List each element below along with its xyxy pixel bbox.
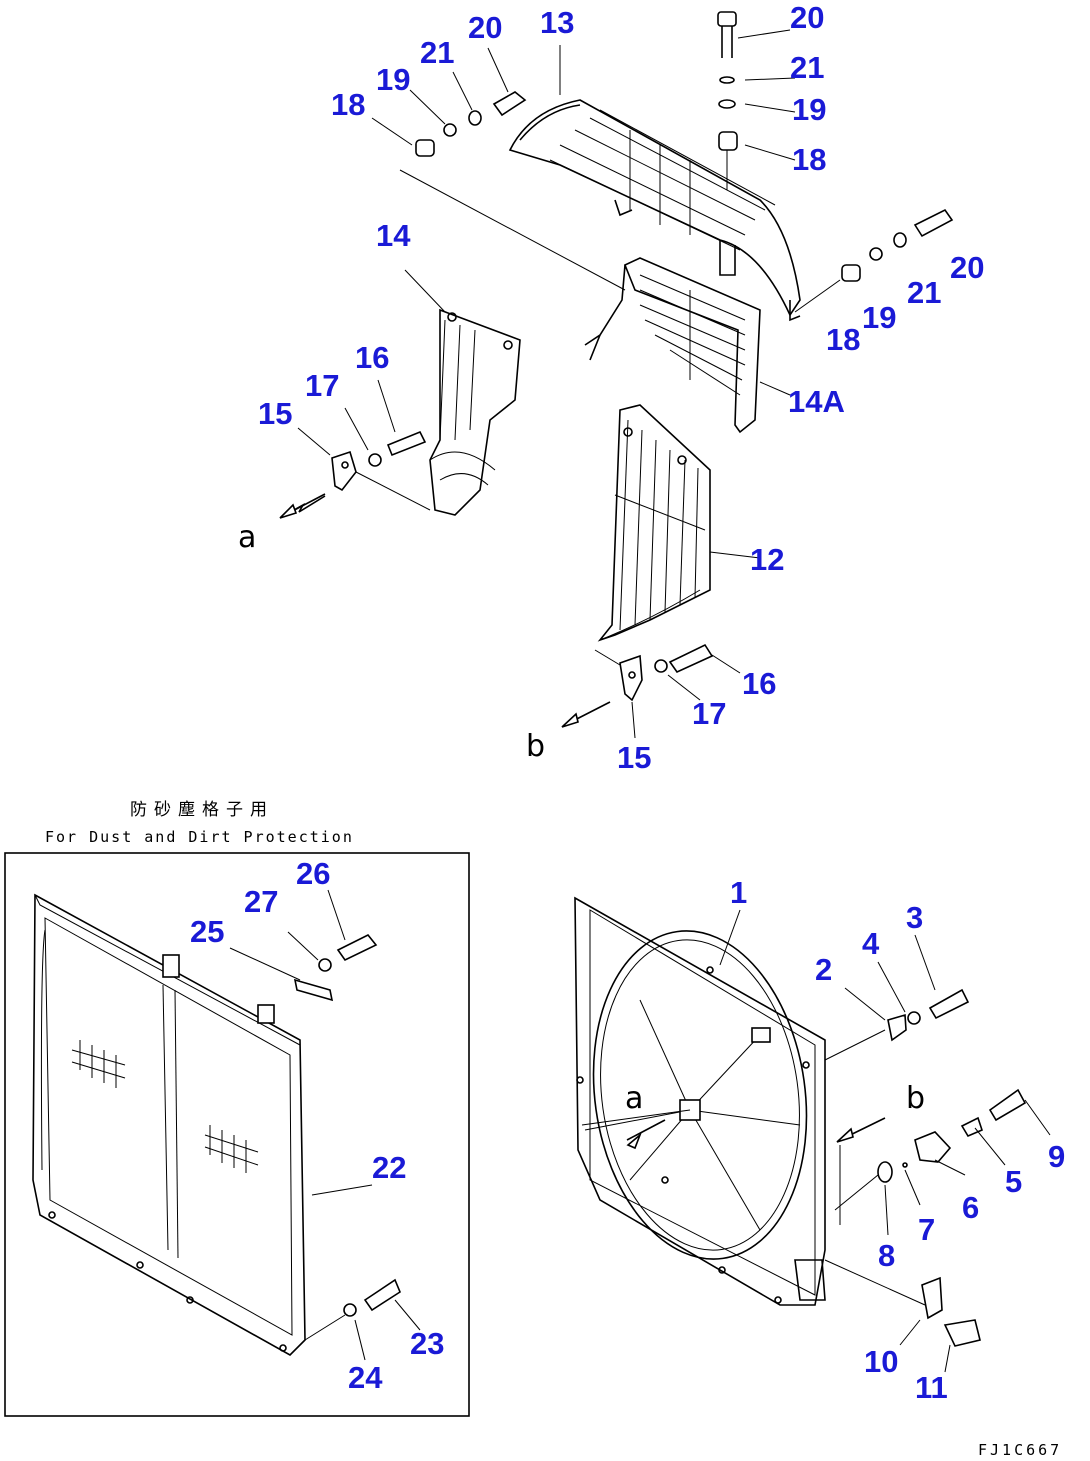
label-24: 24	[348, 1360, 383, 1395]
label-13: 13	[540, 5, 574, 40]
label-20-left: 20	[468, 10, 502, 45]
upper-fasteners	[279, 11, 954, 728]
caption-chinese: 防砂塵格子用	[130, 800, 274, 820]
label-11: 11	[915, 1370, 948, 1405]
side-shroud-part-14	[429, 308, 521, 516]
dust-protection-frame	[4, 852, 470, 1417]
label-14A: 14A	[788, 384, 845, 419]
label-15-upper: 15	[258, 396, 292, 431]
label-12: 12	[750, 542, 784, 577]
label-1: 1	[730, 875, 747, 910]
label-26: 26	[296, 856, 330, 891]
view-marker-a-upper: a	[238, 520, 256, 555]
label-23: 23	[410, 1326, 444, 1361]
vertical-grille-part-12	[597, 404, 711, 642]
label-21-top: 21	[790, 50, 824, 85]
drawing-code: FJ1C667	[978, 1441, 1062, 1459]
label-17-lower: 17	[692, 696, 726, 731]
label-17-upper: 17	[305, 368, 339, 403]
label-25: 25	[190, 914, 224, 949]
label-16-lower: 16	[742, 666, 776, 701]
dust-screen-part-22	[32, 893, 306, 1356]
label-2: 2	[815, 952, 832, 987]
label-14: 14	[376, 218, 411, 253]
label-21-left: 21	[420, 35, 454, 70]
upper-shroud-part-13	[508, 99, 801, 322]
label-20-right: 20	[950, 250, 984, 285]
label-19-top: 19	[792, 92, 826, 127]
label-5: 5	[1005, 1164, 1022, 1199]
label-16-upper: 16	[355, 340, 389, 375]
label-15-lower: 15	[617, 740, 651, 775]
label-4: 4	[862, 926, 880, 961]
label-8: 8	[878, 1238, 895, 1273]
label-9: 9	[1048, 1139, 1065, 1174]
label-27: 27	[244, 884, 278, 919]
label-3: 3	[906, 900, 923, 935]
label-21-right: 21	[907, 275, 941, 310]
label-22: 22	[372, 1150, 406, 1185]
label-20-top: 20	[790, 0, 824, 35]
dust-screen-fasteners	[229, 889, 421, 1361]
fan-shroud-fasteners	[581, 988, 1027, 1347]
label-6: 6	[962, 1190, 979, 1225]
caption-english: For Dust and Dirt Protection	[45, 828, 354, 846]
view-marker-b-upper: b	[526, 729, 545, 764]
label-19-right: 19	[862, 300, 896, 335]
fan-shroud-part-1	[574, 896, 826, 1306]
label-18-top: 18	[792, 142, 826, 177]
label-18-left: 18	[331, 87, 365, 122]
middle-shroud-part-14A	[584, 257, 761, 434]
label-10: 10	[864, 1344, 898, 1379]
upper-leader-lines	[297, 29, 796, 739]
fan-leader-lines	[719, 909, 1051, 1373]
label-18-right: 18	[826, 322, 860, 357]
view-marker-b-lower: b	[906, 1081, 925, 1116]
label-7: 7	[918, 1212, 935, 1247]
view-marker-a-lower: a	[625, 1081, 643, 1116]
label-19-left: 19	[376, 62, 410, 97]
